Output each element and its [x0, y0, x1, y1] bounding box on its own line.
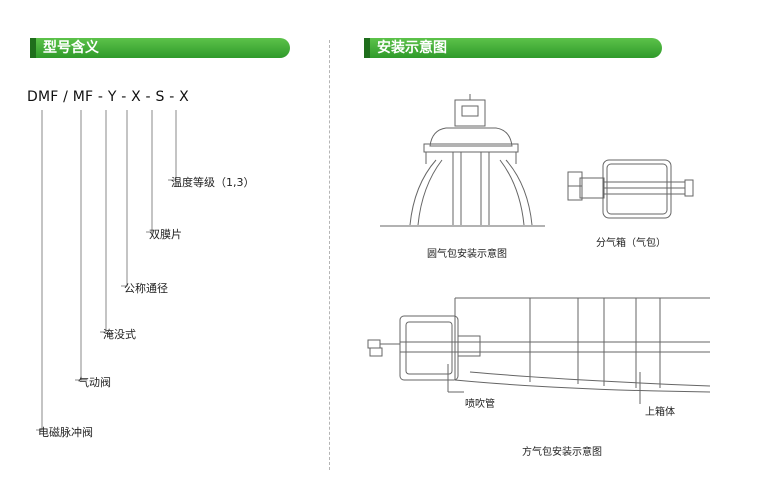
model-meaning-title: 型号含义	[43, 40, 99, 56]
leader-temperature	[168, 110, 177, 181]
blow-pipe-label: 喷吹管	[465, 399, 495, 410]
submerged-label: 淹没式	[103, 328, 136, 341]
installation-title: 安装示意图	[377, 40, 447, 56]
square-header-drawing	[367, 297, 711, 404]
model-code: DMF / MF - Y - X - S - X	[27, 89, 189, 105]
temperature-label: 温度等级（1,3）	[171, 176, 255, 189]
diaphragm-label: 双膜片	[149, 228, 182, 241]
leader-submerged	[100, 110, 107, 333]
model-leader-lines	[36, 110, 177, 431]
installation-header: 安装示意图	[364, 38, 662, 58]
manifold-drawing	[567, 159, 694, 219]
leader-diaphragm	[146, 110, 153, 233]
model-meaning-header: 型号含义	[30, 38, 290, 58]
square-header-caption: 方气包安装示意图	[522, 447, 602, 458]
leader-electromagnetic	[36, 110, 43, 431]
electromagnetic-label: 电磁脉冲阀	[38, 426, 93, 439]
round-header-drawing	[380, 94, 545, 227]
upper-box-label: 上箱体	[645, 407, 675, 418]
leader-nominal-diameter	[121, 110, 128, 287]
nominal-diameter-label: 公称通径	[124, 282, 168, 295]
leader-pneumatic	[75, 110, 82, 381]
round-header-caption: 圆气包安装示意图	[427, 249, 507, 260]
header-accent	[364, 38, 370, 58]
section-divider	[329, 40, 330, 470]
manifold-caption: 分气箱（气包）	[596, 238, 666, 249]
pneumatic-label: 气动阀	[78, 376, 111, 389]
header-accent	[30, 38, 36, 58]
